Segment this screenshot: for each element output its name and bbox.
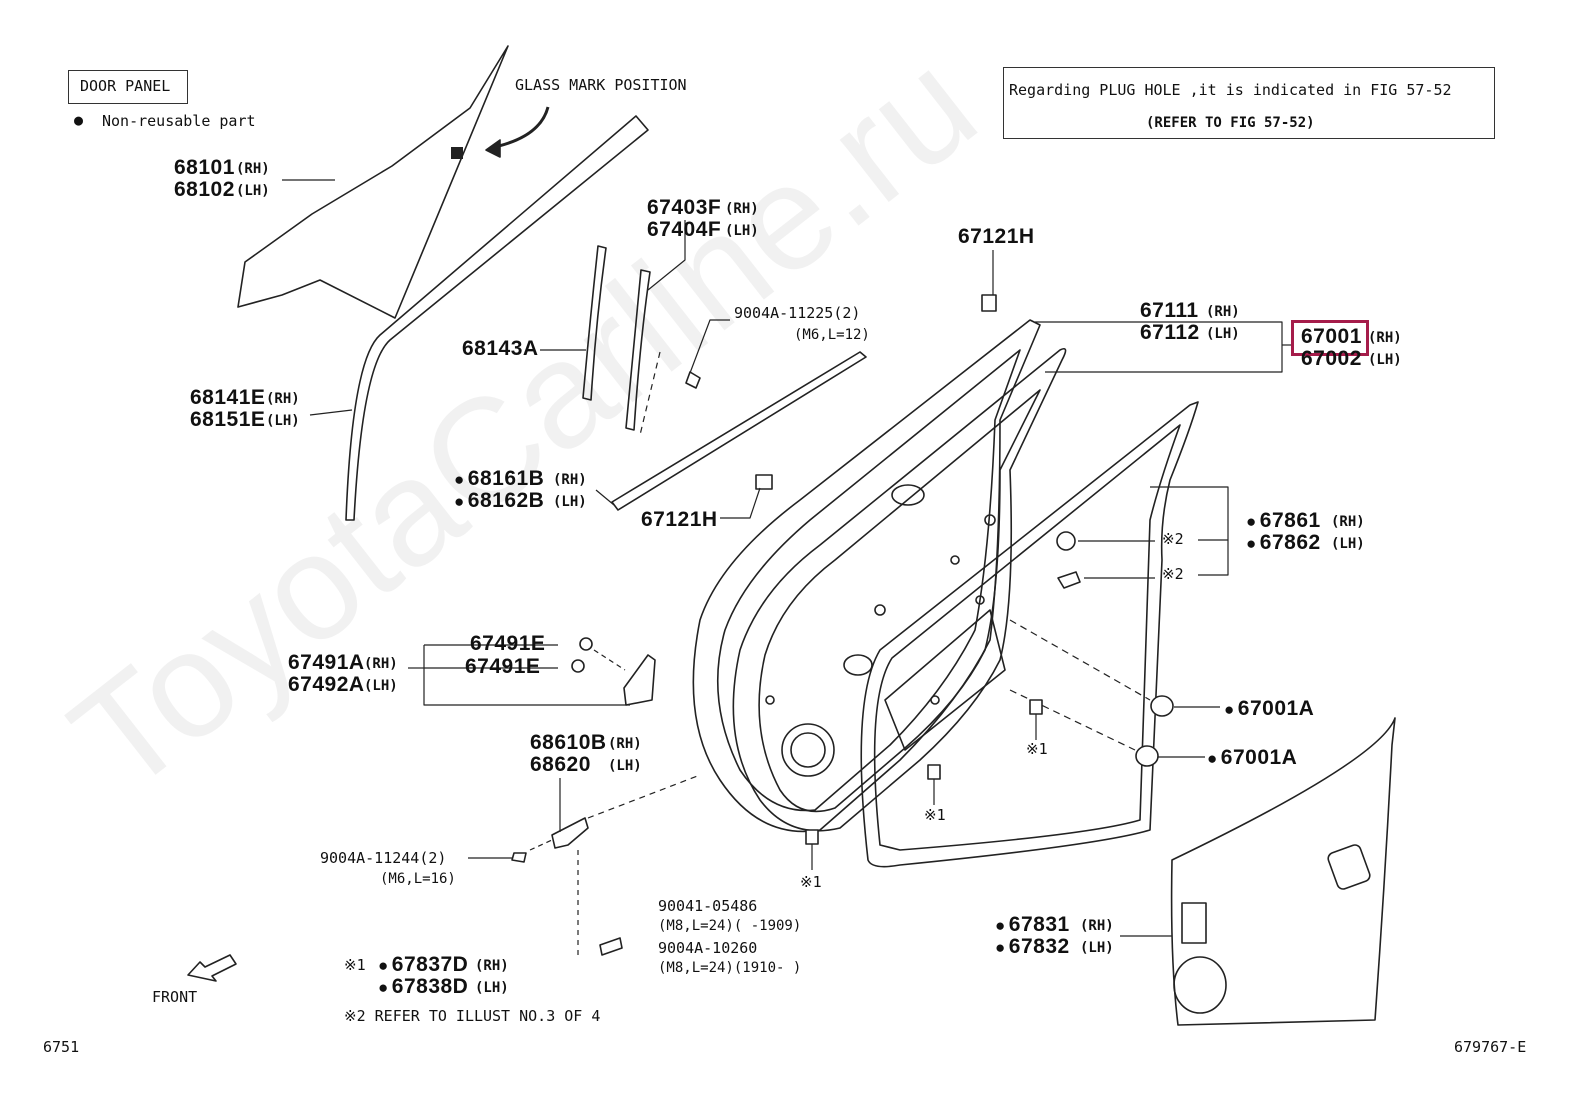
- part-9004a-11244[interactable]: 9004A-11244(2): [320, 849, 447, 867]
- door-weatherstrip: [860, 401, 1199, 868]
- refer-note: ※2 REFER TO ILLUST NO.3 OF 4: [344, 1007, 601, 1025]
- legend-text: Non-reusable part: [102, 112, 256, 130]
- part-67001[interactable]: 67001: [1301, 325, 1362, 348]
- side-rh: (RH): [1206, 304, 1240, 320]
- part-67403f[interactable]: 67403F: [647, 196, 722, 219]
- part-68620[interactable]: 68620: [530, 753, 591, 776]
- side-lh: (LH): [1206, 326, 1240, 342]
- highlight-67001: [1291, 320, 1369, 356]
- legend-symbol: ●: [74, 111, 84, 129]
- mark-1: ※1: [924, 806, 946, 824]
- front-label: FRONT: [152, 988, 198, 1006]
- side-lh: (LH): [725, 223, 759, 239]
- part-68610b[interactable]: 68610B: [530, 731, 607, 754]
- side-rh: (RH): [236, 161, 270, 177]
- side-rh: (RH): [266, 391, 300, 407]
- part-67862[interactable]: 67862: [1246, 532, 1321, 553]
- part-67838d[interactable]: 67838D: [378, 976, 468, 997]
- plug-hole-note-box: [1003, 67, 1495, 139]
- mark-2: ※2: [1162, 565, 1184, 583]
- run-channel-68141e: [345, 115, 649, 521]
- part-67001a[interactable]: 67001A: [1224, 698, 1314, 719]
- side-rh: (RH): [1080, 918, 1114, 934]
- mark-1-legend: ※1: [344, 956, 366, 974]
- window-channel-67403f: [625, 269, 651, 431]
- door-trim-board-67831: [1170, 717, 1396, 1026]
- door-frame-outer: [692, 319, 1041, 833]
- glass-mark-label: GLASS MARK POSITION: [515, 76, 687, 94]
- mark-2: ※2: [1162, 530, 1184, 548]
- part-68101[interactable]: 68101: [174, 156, 235, 179]
- side-rh: (RH): [475, 958, 509, 974]
- side-lh: (LH): [266, 413, 300, 429]
- part-9004a-11225[interactable]: 9004A-11225(2): [734, 304, 861, 322]
- door-panel-title-box: [68, 70, 188, 104]
- part-68161b[interactable]: 68161B: [454, 468, 544, 489]
- part-67837d[interactable]: 67837D: [378, 954, 468, 975]
- spec-90041-05486: (M8,L=24)( -1909): [658, 918, 802, 934]
- part-67491a[interactable]: 67491A: [288, 651, 365, 674]
- part-67002[interactable]: 67002: [1301, 347, 1362, 370]
- part-67121h[interactable]: 67121H: [958, 225, 1035, 248]
- part-67404f[interactable]: 67404F: [647, 218, 722, 241]
- side-lh: (LH): [364, 678, 398, 694]
- belt-moulding-68161b: [611, 351, 867, 511]
- plug-hole-note: Regarding PLUG HOLE ,it is indicated in …: [1009, 81, 1452, 99]
- mark-1: ※1: [800, 873, 822, 891]
- part-9004a-10260[interactable]: 9004A-10260: [658, 939, 758, 957]
- part-68151e[interactable]: 68151E: [190, 408, 266, 431]
- page-code: 6751: [43, 1038, 80, 1056]
- door-hinge-68610b: [551, 817, 589, 849]
- part-67861[interactable]: 67861: [1246, 510, 1321, 531]
- spec-9004a-10260: (M8,L=24)(1910- ): [658, 960, 802, 976]
- side-rh: (RH): [608, 736, 642, 752]
- spec-9004a-11244: (M6,L=16): [380, 871, 456, 887]
- side-lh: (LH): [1080, 940, 1114, 956]
- part-67831[interactable]: 67831: [995, 914, 1070, 935]
- part-68143a[interactable]: 68143A: [462, 337, 539, 360]
- front-arrow-icon: [187, 954, 237, 982]
- mirror-bracket-67491a: [623, 654, 656, 706]
- glass-mark-square: [451, 147, 463, 159]
- side-lh: (LH): [1368, 352, 1402, 368]
- part-67492a[interactable]: 67492A: [288, 673, 365, 696]
- part-68141e[interactable]: 68141E: [190, 386, 266, 409]
- part-67112[interactable]: 67112: [1140, 321, 1200, 344]
- part-68162b[interactable]: 68162B: [454, 490, 544, 511]
- side-rh: (RH): [1368, 330, 1402, 346]
- part-67491e[interactable]: 67491E: [465, 655, 541, 678]
- side-lh: (LH): [475, 980, 509, 996]
- side-lh: (LH): [1331, 536, 1365, 552]
- plug-hole-refer: (REFER TO FIG 57-52): [1146, 115, 1315, 131]
- part-67491e[interactable]: 67491E: [470, 632, 546, 655]
- mark-1: ※1: [1026, 740, 1048, 758]
- side-rh: (RH): [1331, 514, 1365, 530]
- side-rh: (RH): [725, 201, 759, 217]
- part-68102[interactable]: 68102: [174, 178, 235, 201]
- part-67001a[interactable]: 67001A: [1207, 747, 1297, 768]
- part-67121h-clip[interactable]: 67121H: [641, 508, 718, 531]
- figure-code: 679767-E: [1454, 1038, 1527, 1056]
- side-lh: (LH): [236, 183, 270, 199]
- side-lh: (LH): [608, 758, 642, 774]
- side-rh: (RH): [553, 472, 587, 488]
- spec-9004a-11225: (M6,L=12): [794, 327, 870, 343]
- window-glass-shape: [237, 45, 509, 319]
- part-67832[interactable]: 67832: [995, 936, 1070, 957]
- door-inner-panel: [732, 347, 1067, 832]
- glass-run-strip-68143a: [582, 245, 607, 401]
- side-lh: (LH): [553, 494, 587, 510]
- side-rh: (RH): [364, 656, 398, 672]
- part-90041-05486[interactable]: 90041-05486: [658, 897, 758, 915]
- part-67111[interactable]: 67111: [1140, 299, 1199, 322]
- door-panel-title: DOOR PANEL: [80, 77, 171, 95]
